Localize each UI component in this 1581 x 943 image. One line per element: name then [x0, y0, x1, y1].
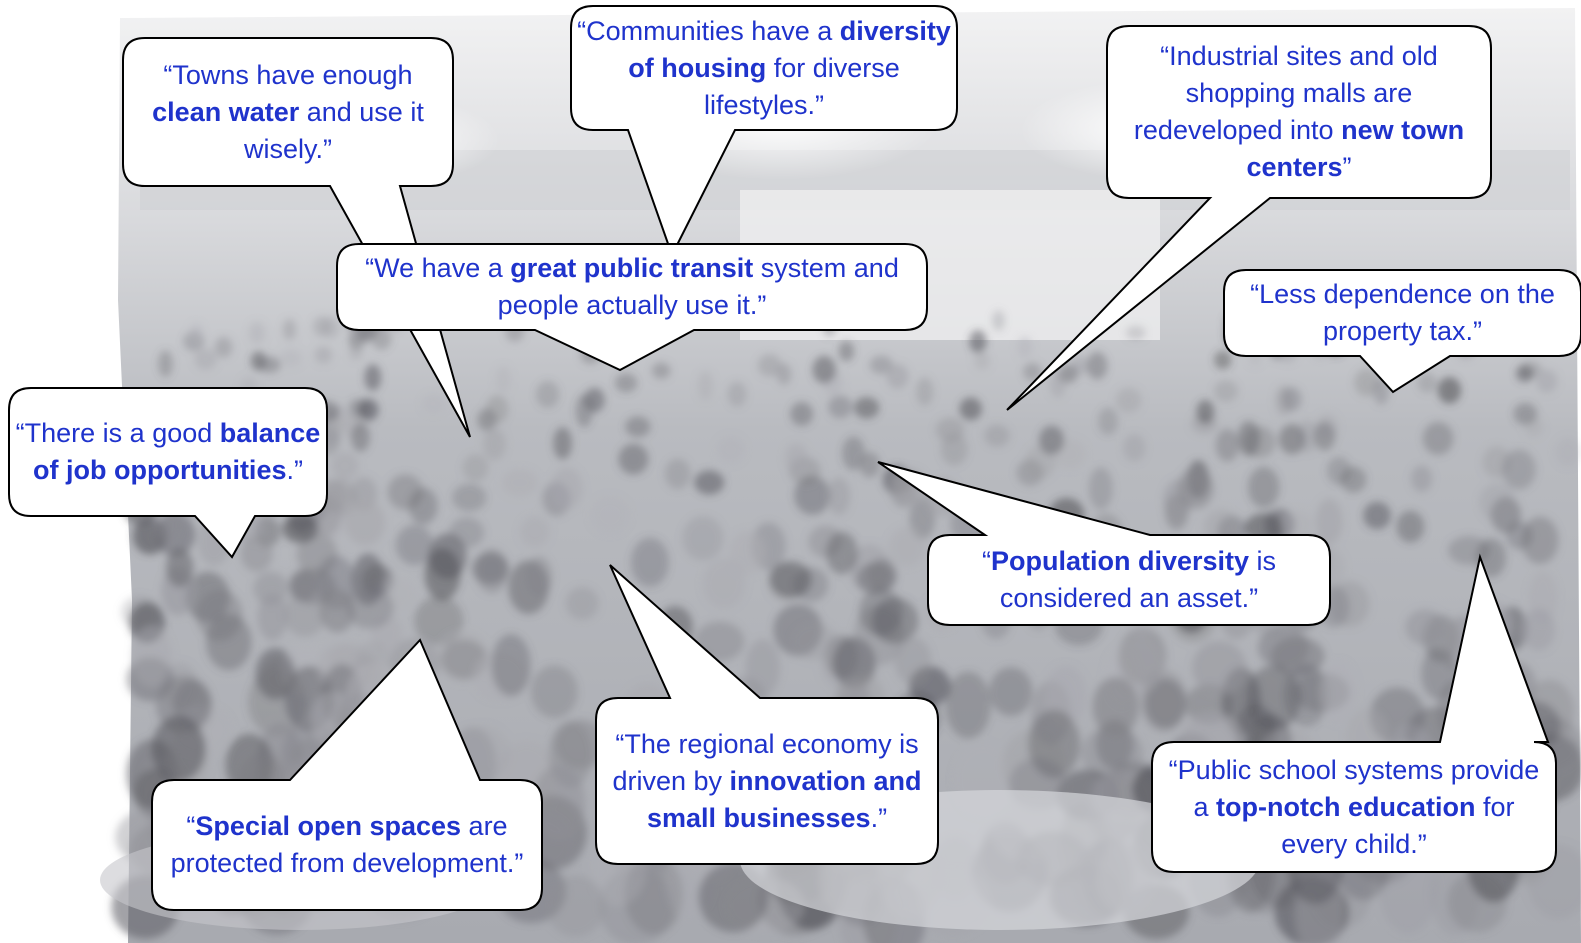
quote-text: “: [981, 546, 991, 576]
quote-emphasis: innovation and small businesses: [646, 765, 922, 833]
quote-population-diversity: “Population diversity is considered an a…: [928, 535, 1330, 625]
speech-bubble-job-balance: [8, 387, 328, 559]
quote-regional-economy: “The regional economy is driven by innov…: [596, 698, 938, 864]
quote-school-systems: “Public school systems provide a top-not…: [1152, 742, 1556, 872]
speech-bubble-town-centers: [1006, 25, 1492, 411]
quote-open-spaces: “Special open spaces are protected from …: [152, 780, 542, 910]
quote-text: “There is a good: [15, 418, 220, 448]
quote-text: “: [186, 811, 196, 841]
quote-text: for every child.”: [1281, 791, 1515, 859]
quote-text: “We have a: [365, 253, 511, 283]
speech-bubble-open-spaces: [151, 638, 543, 911]
quote-emphasis: new town centers: [1246, 115, 1465, 182]
quote-text: “Public school systems provide a: [1168, 754, 1540, 822]
quote-text: is considered an asset.”: [999, 546, 1277, 613]
quote-text: for diverse lifestyles.”: [703, 52, 900, 120]
quote-clean-water: “Towns have enough clean water and use i…: [123, 38, 453, 186]
speech-bubble-regional-economy: [595, 564, 939, 865]
speech-bubble-diversity-housing: [570, 5, 958, 258]
quote-emphasis: top-notch education: [1216, 791, 1476, 822]
speech-bubble-population-diversity: [877, 461, 1331, 626]
quote-emphasis: great public transit: [510, 253, 754, 283]
quote-public-transit: “We have a great public transit system a…: [337, 244, 927, 330]
speech-bubble-public-transit: [336, 243, 928, 372]
quote-emphasis: balance of job opportunities: [33, 418, 321, 485]
quote-text: ”: [1342, 152, 1352, 182]
quote-diversity-housing: “Communities have a diversity of housing…: [571, 6, 957, 130]
quote-text: “Less dependence on the property tax.”: [1250, 279, 1555, 346]
quote-emphasis: diversity of housing: [628, 15, 951, 83]
quote-emphasis: Special open spaces: [195, 811, 462, 841]
speech-bubble-property-tax: [1223, 269, 1581, 394]
quote-emphasis: Population diversity: [990, 546, 1250, 576]
quote-job-balance: “There is a good balance of job opportun…: [9, 388, 327, 516]
quote-text: .”: [286, 455, 303, 485]
quote-text: .”: [870, 802, 888, 833]
quote-text: “Towns have enough: [163, 59, 413, 90]
quote-emphasis: clean water: [152, 96, 300, 127]
quote-text: “The regional economy is driven by: [612, 728, 919, 796]
quote-property-tax: “Less dependence on the property tax.”: [1224, 270, 1581, 356]
quote-text: “Communities have a: [577, 15, 840, 46]
quote-text: system and people actually use it.”: [497, 253, 899, 320]
speech-bubble-school-systems: [1151, 553, 1557, 873]
quote-text: and use it wisely.”: [243, 96, 424, 164]
quote-town-centers: “Industrial sites and old shopping malls…: [1107, 26, 1491, 198]
quote-text: “Industrial sites and old shopping malls…: [1133, 41, 1438, 145]
quote-text: are protected from development.”: [170, 811, 524, 878]
